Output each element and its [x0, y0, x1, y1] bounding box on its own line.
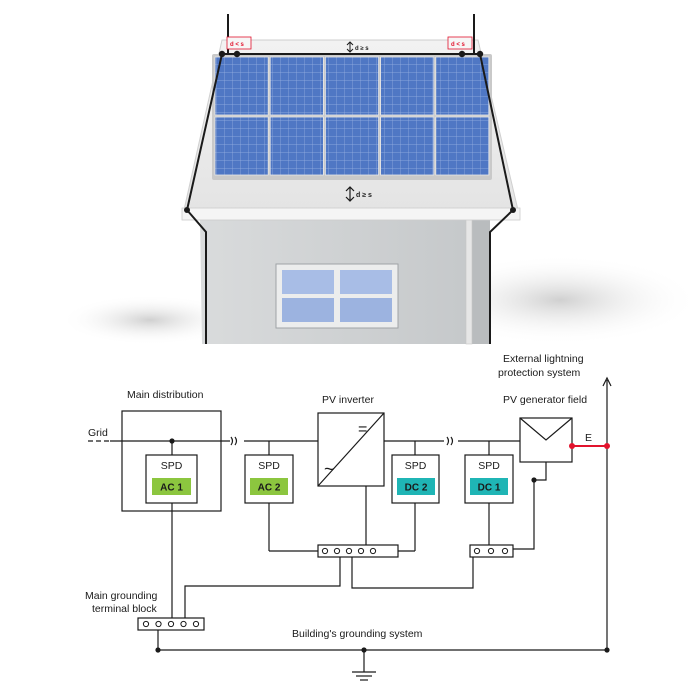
building-grounding-label: Building's grounding system [292, 628, 423, 640]
inverter-dc-symbol: = [358, 421, 367, 438]
earth-link [569, 443, 610, 449]
junction-node [155, 647, 161, 653]
external-lps-arrow [602, 376, 612, 387]
grid-label: Grid [88, 427, 108, 439]
pv-module [269, 56, 324, 116]
junction-node [531, 477, 537, 483]
corner-label-left: d < s [230, 42, 245, 48]
main-distribution-label: Main distribution [127, 389, 204, 401]
conductor-clamps [184, 50, 516, 213]
bonding-conductor [351, 557, 474, 589]
spd-ac2-badge-label: AC 2 [258, 483, 281, 494]
clamp-dot [476, 50, 484, 58]
pv-module [380, 56, 435, 116]
terminal-screw [167, 620, 175, 628]
pv-module [435, 116, 490, 176]
spd-dc1: SPD DC 1 [470, 460, 508, 495]
pv-panel-array [212, 54, 492, 180]
junction-node [604, 647, 610, 653]
pv-module [269, 116, 324, 176]
pv-generator-diagonal [519, 417, 573, 441]
pv-inverter-label: PV inverter [322, 394, 374, 406]
inverter-ac-symbol: ~ [324, 459, 335, 479]
clamp-dot [218, 50, 226, 58]
main-grounding-label-line2: terminal block [92, 603, 158, 615]
down-conductor-right [473, 14, 515, 344]
spd-ac2: SPD AC 2 [250, 460, 288, 495]
terminal-screw [180, 620, 187, 628]
clamp-dot [233, 50, 241, 58]
pv-module [324, 56, 379, 116]
spd-dc1-title: SPD [478, 460, 500, 472]
pv-inverter-box [317, 412, 385, 487]
corner-distance-right: d < s [447, 36, 473, 50]
line-break-ac [230, 436, 238, 446]
terminal-screw [155, 620, 162, 628]
separation-distance-top: d ≥ s [346, 41, 369, 53]
house-wall-side [470, 220, 490, 344]
house-illustration: d ≥ s d ≥ s d < s d < s [60, 14, 700, 345]
inverter-diagonal [317, 412, 385, 487]
spd-dc2: SPD DC 2 [397, 460, 435, 495]
pv-generator-field-label: PV generator field [503, 394, 587, 406]
terminal-screw [192, 620, 200, 628]
clamp-dot [458, 50, 466, 58]
terminal-screws [142, 547, 509, 628]
spd-dc2-title: SPD [405, 460, 427, 472]
earth-link-node [569, 443, 575, 449]
clamp-dot [510, 207, 516, 213]
spd-ac1-title: SPD [161, 460, 183, 472]
clamp-dot [184, 207, 190, 213]
bonding-conductor [184, 557, 341, 618]
pv-module [324, 116, 379, 176]
spd-ac2-badge [250, 478, 288, 495]
earth-label: E [585, 432, 592, 444]
terminal-screw [333, 547, 341, 555]
spd-dc2-badge [397, 478, 435, 495]
terminal-screw [487, 547, 495, 555]
pv-module [380, 116, 435, 176]
downpipe [465, 217, 473, 345]
spd-ac1: SPD AC 1 [152, 460, 191, 495]
line-break-dc [446, 436, 454, 446]
spd-dc2-badge-label: DC 2 [405, 483, 428, 494]
spd-dc1-badge [470, 478, 508, 495]
pv-frame-ground [513, 462, 547, 550]
spd-ac1-badge-label: AC 1 [160, 483, 183, 494]
terminal-screw [321, 547, 329, 555]
junction-node [361, 647, 367, 653]
spd-ac2-title: SPD [258, 460, 280, 472]
separation-label-bottom: d ≥ s [356, 192, 372, 199]
pv-module [435, 56, 490, 116]
pv-module [214, 56, 269, 116]
separation-distance-bottom: d ≥ s [345, 186, 372, 202]
house-window [275, 263, 399, 329]
spd-ac1-badge [152, 478, 191, 495]
main-grounding-label-line1: Main grounding [85, 590, 158, 602]
corner-distance-left: d < s [226, 36, 252, 50]
terminal-screw [473, 547, 481, 555]
spd-dc1-badge-label: DC 1 [478, 483, 501, 494]
earth-link-node [604, 443, 610, 449]
external-lps-label-line2: protection system [498, 367, 581, 379]
junction-nodes [155, 438, 610, 653]
terminal-screw [501, 547, 509, 555]
corner-label-right: d < s [451, 42, 466, 48]
terminal-screw [345, 547, 353, 555]
junction-node [169, 438, 175, 444]
external-lps-label-line1: External lightning [503, 353, 584, 365]
ground-shadow-left [60, 295, 240, 345]
terminal-screw [142, 620, 150, 628]
terminal-screw [369, 547, 377, 555]
roof-gutter [181, 207, 521, 221]
terminal-screw [357, 547, 365, 555]
separation-label-top: d ≥ s [355, 46, 369, 52]
pv-module [214, 116, 269, 176]
